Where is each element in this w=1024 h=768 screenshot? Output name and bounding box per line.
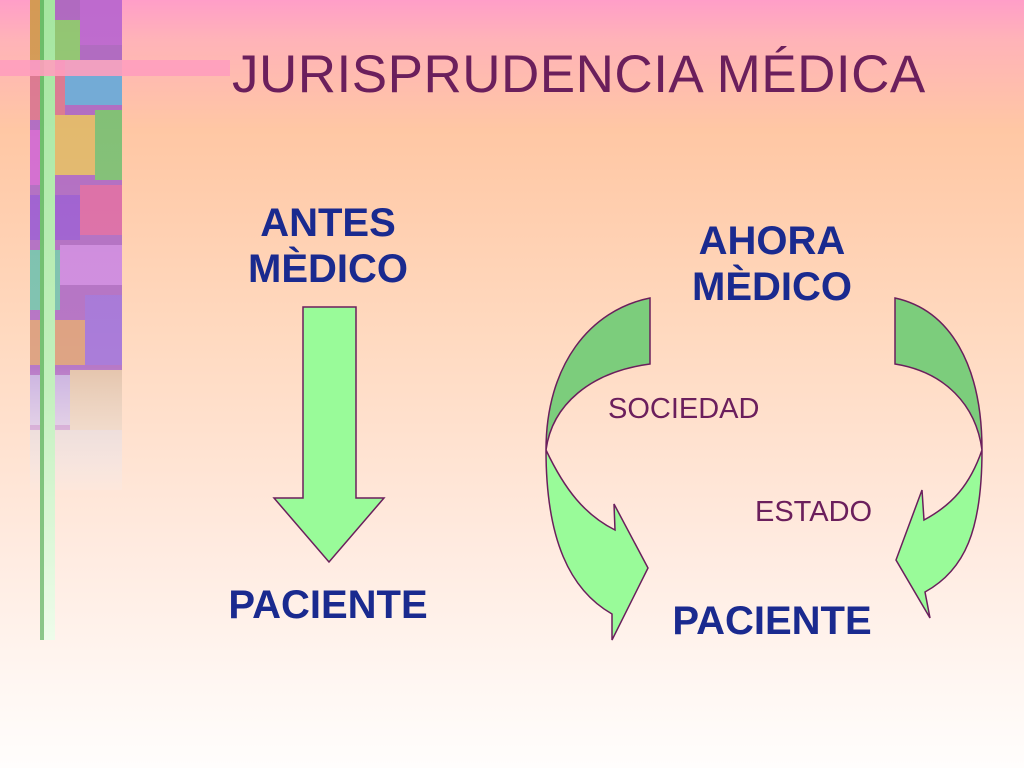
ahora-label: AHORA xyxy=(698,219,846,263)
estado-label: ESTADO xyxy=(755,496,873,528)
horizontal-bar xyxy=(0,60,230,76)
down-arrow xyxy=(272,306,386,564)
curved-arrow-upper-right xyxy=(894,297,983,451)
antes-paciente-label: PACIENTE xyxy=(228,583,428,627)
antes-medico-label: MÈDICO xyxy=(248,247,408,291)
slide-title: JURISPRUDENCIA MÉDICA xyxy=(232,45,926,104)
sociedad-label: SOCIEDAD xyxy=(608,393,760,425)
antes-heading: ANTES MÈDICO xyxy=(228,200,428,292)
decorative-strip xyxy=(0,0,230,640)
ahora-heading: AHORA MÈDICO xyxy=(672,218,872,310)
ahora-medico-label: MÈDICO xyxy=(692,265,852,309)
ahora-paciente-label: PACIENTE xyxy=(672,599,872,643)
curved-arrow-upper-left xyxy=(545,297,651,451)
curved-arrow-lower-right xyxy=(895,449,983,619)
curved-arrow-lower-left xyxy=(545,449,649,641)
antes-label: ANTES xyxy=(260,201,396,245)
